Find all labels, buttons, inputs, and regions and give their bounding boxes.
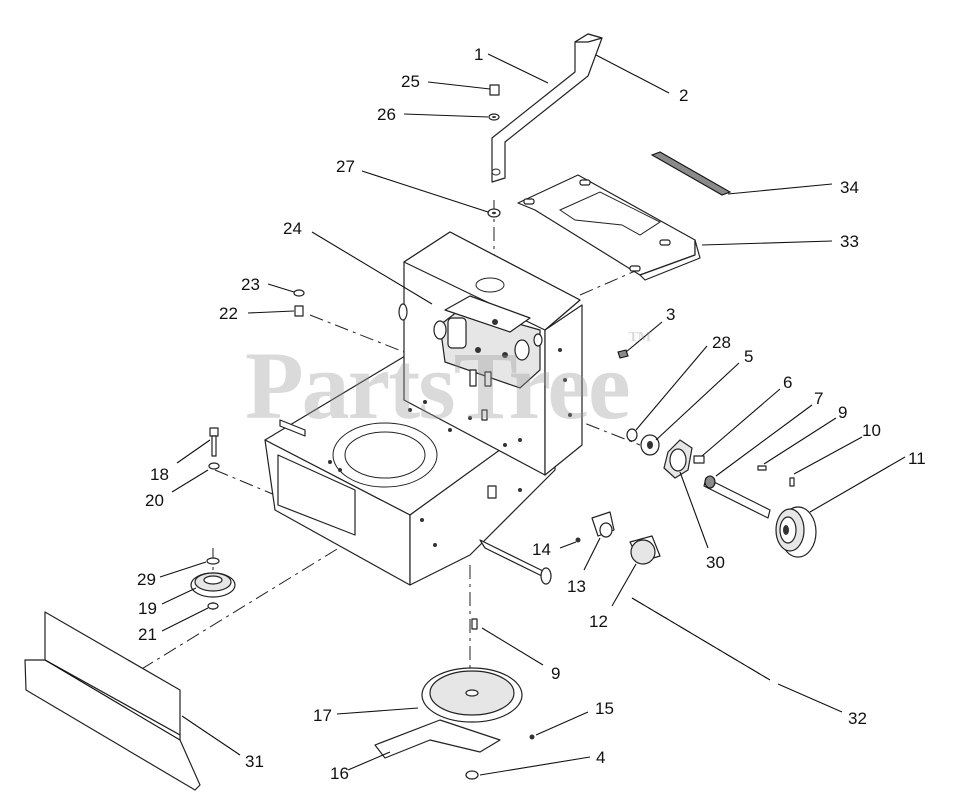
callout-26: 26	[377, 105, 396, 124]
main-frame	[264, 231, 583, 586]
callout-9-lower: 9	[551, 664, 560, 683]
rod-32	[631, 597, 771, 681]
callout-32: 32	[848, 709, 867, 728]
callout-21: 21	[138, 625, 157, 644]
lever-hardware	[487, 84, 501, 218]
shaft-assembly	[617, 349, 817, 558]
callout-28: 28	[712, 333, 731, 352]
callout-3: 3	[666, 305, 675, 324]
callout-29: 29	[137, 570, 156, 589]
bracket-plate	[517, 174, 701, 281]
callout-9-upper: 9	[838, 403, 847, 422]
label-strip	[650, 151, 732, 196]
callout-16: 16	[330, 764, 349, 783]
bolt-22-23	[293, 289, 305, 317]
callout-5: 5	[744, 347, 753, 366]
callout-23: 23	[241, 275, 260, 294]
callout-10: 10	[862, 421, 881, 440]
drive-disk	[374, 667, 523, 759]
deflector-plate	[24, 611, 201, 791]
callout-labels: 1 2 3 4 5 6 7 9 9 10 11 12 13 14 15 16 1…	[137, 45, 926, 783]
pulley-19	[190, 557, 236, 610]
callout-2: 2	[679, 86, 688, 105]
hydro-gearbox	[398, 295, 543, 389]
callout-15: 15	[595, 699, 614, 718]
callout-25: 25	[401, 72, 420, 91]
callout-20: 20	[145, 491, 164, 510]
callout-11: 11	[908, 449, 926, 468]
callout-4: 4	[596, 748, 605, 767]
callout-1: 1	[474, 45, 483, 64]
callout-34: 34	[840, 178, 859, 197]
callout-33: 33	[840, 232, 859, 251]
callout-6: 6	[783, 373, 792, 392]
idler-parts	[575, 511, 661, 565]
leader-lines	[159, 53, 906, 776]
callout-31: 31	[245, 752, 264, 771]
callout-24: 24	[283, 219, 302, 238]
callout-7: 7	[814, 389, 823, 408]
callout-13: 13	[567, 577, 586, 596]
callout-12: 12	[589, 612, 608, 631]
callout-30: 30	[706, 553, 725, 572]
control-lever	[491, 33, 603, 183]
callout-19: 19	[138, 599, 157, 618]
callout-17: 17	[313, 706, 332, 725]
callout-18: 18	[150, 465, 169, 484]
callout-14: 14	[532, 540, 551, 559]
small-parts	[465, 618, 535, 780]
callout-27: 27	[336, 157, 355, 176]
callout-22: 22	[219, 304, 238, 323]
bolt-18-20	[208, 427, 220, 470]
